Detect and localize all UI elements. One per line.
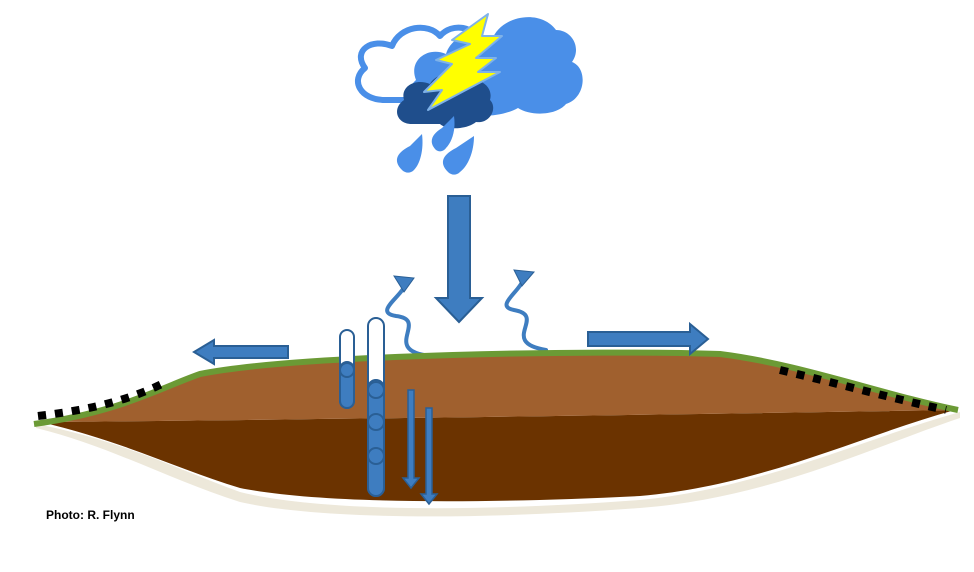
raindrop-icon bbox=[431, 116, 455, 152]
lightning-bolt-icon bbox=[423, 13, 503, 111]
storm-cloud-icon bbox=[354, 13, 583, 129]
raindrop-icon bbox=[396, 134, 423, 173]
probe-long-fill bbox=[367, 379, 385, 497]
photo-credit: Photo: R. Flynn bbox=[46, 508, 135, 522]
ground-profile bbox=[33, 349, 960, 517]
topsoil-layer bbox=[40, 354, 955, 422]
wavy-arrowhead bbox=[393, 275, 415, 293]
soil-probe-icon bbox=[339, 329, 355, 409]
runoff-arrow-left bbox=[192, 338, 289, 366]
precipitation-arrow bbox=[433, 195, 485, 324]
wavy-arrow-icon bbox=[504, 276, 548, 352]
infiltration-arrow bbox=[401, 389, 421, 490]
probe-long-ring bbox=[367, 381, 385, 399]
wavy-arrowhead bbox=[513, 269, 536, 287]
rain-drops bbox=[396, 116, 474, 175]
grass-surface bbox=[33, 349, 959, 427]
raindrop-icon bbox=[442, 136, 474, 175]
evaporation-arrows bbox=[385, 269, 548, 358]
wavy-arrow-icon bbox=[385, 280, 432, 358]
probe-short-ring bbox=[339, 362, 355, 378]
infiltration-arrow bbox=[419, 407, 439, 506]
probe-long-ring bbox=[367, 447, 385, 465]
bedrock-layer bbox=[36, 412, 960, 517]
probe-long-ring bbox=[367, 413, 385, 431]
subsoil-layer bbox=[40, 410, 955, 502]
boundary-dash-right bbox=[779, 366, 947, 414]
runoff-arrow-right bbox=[587, 321, 710, 357]
boundary-dash-left bbox=[37, 378, 168, 420]
soil-probe-icon bbox=[367, 317, 385, 497]
